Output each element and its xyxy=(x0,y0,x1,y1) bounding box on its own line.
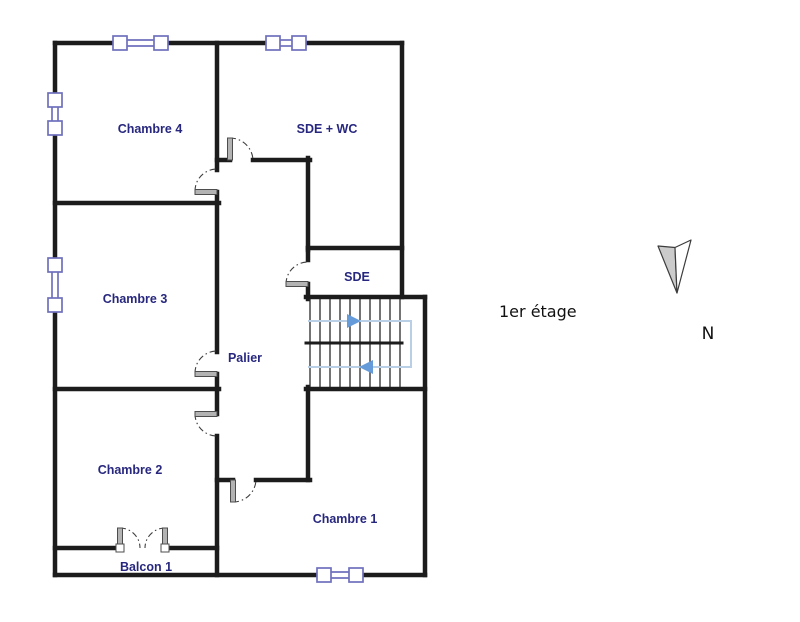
windows xyxy=(47,35,364,583)
door-balcony-french xyxy=(115,527,170,553)
floor-title: 1er étage xyxy=(499,302,577,321)
label-balcon1: Balcon 1 xyxy=(120,560,172,574)
label-palier: Palier xyxy=(228,351,262,365)
window-chambre4-left xyxy=(47,92,63,136)
window-chambre1-bottom xyxy=(316,567,364,583)
stair-down-arrow-icon xyxy=(359,360,373,374)
north-compass: N xyxy=(657,239,715,344)
window-chambre4-top xyxy=(112,35,169,51)
room-labels: Chambre 4 SDE + WC Chambre 3 SDE Palier … xyxy=(98,122,378,574)
label-chambre2: Chambre 2 xyxy=(98,463,163,477)
stair-up-arrow-icon xyxy=(347,314,361,328)
label-sde-wc: SDE + WC xyxy=(297,122,358,136)
window-sdewc-top xyxy=(265,35,307,51)
north-arrow-icon xyxy=(657,245,678,294)
staircase xyxy=(304,299,412,387)
label-sde: SDE xyxy=(344,270,370,284)
label-chambre4: Chambre 4 xyxy=(118,122,183,136)
door-chambre2 xyxy=(194,411,218,437)
north-arrow-icon xyxy=(674,239,692,294)
door-sde xyxy=(285,261,309,287)
door-chambre1 xyxy=(230,479,257,503)
north-label: N xyxy=(702,324,715,344)
door-chambre4 xyxy=(194,168,218,195)
window-chambre3-left xyxy=(47,257,63,313)
door-sdewc xyxy=(227,137,254,161)
label-chambre3: Chambre 3 xyxy=(103,292,168,306)
doors xyxy=(115,137,309,553)
label-chambre1: Chambre 1 xyxy=(313,512,378,526)
door-chambre3 xyxy=(194,350,218,377)
